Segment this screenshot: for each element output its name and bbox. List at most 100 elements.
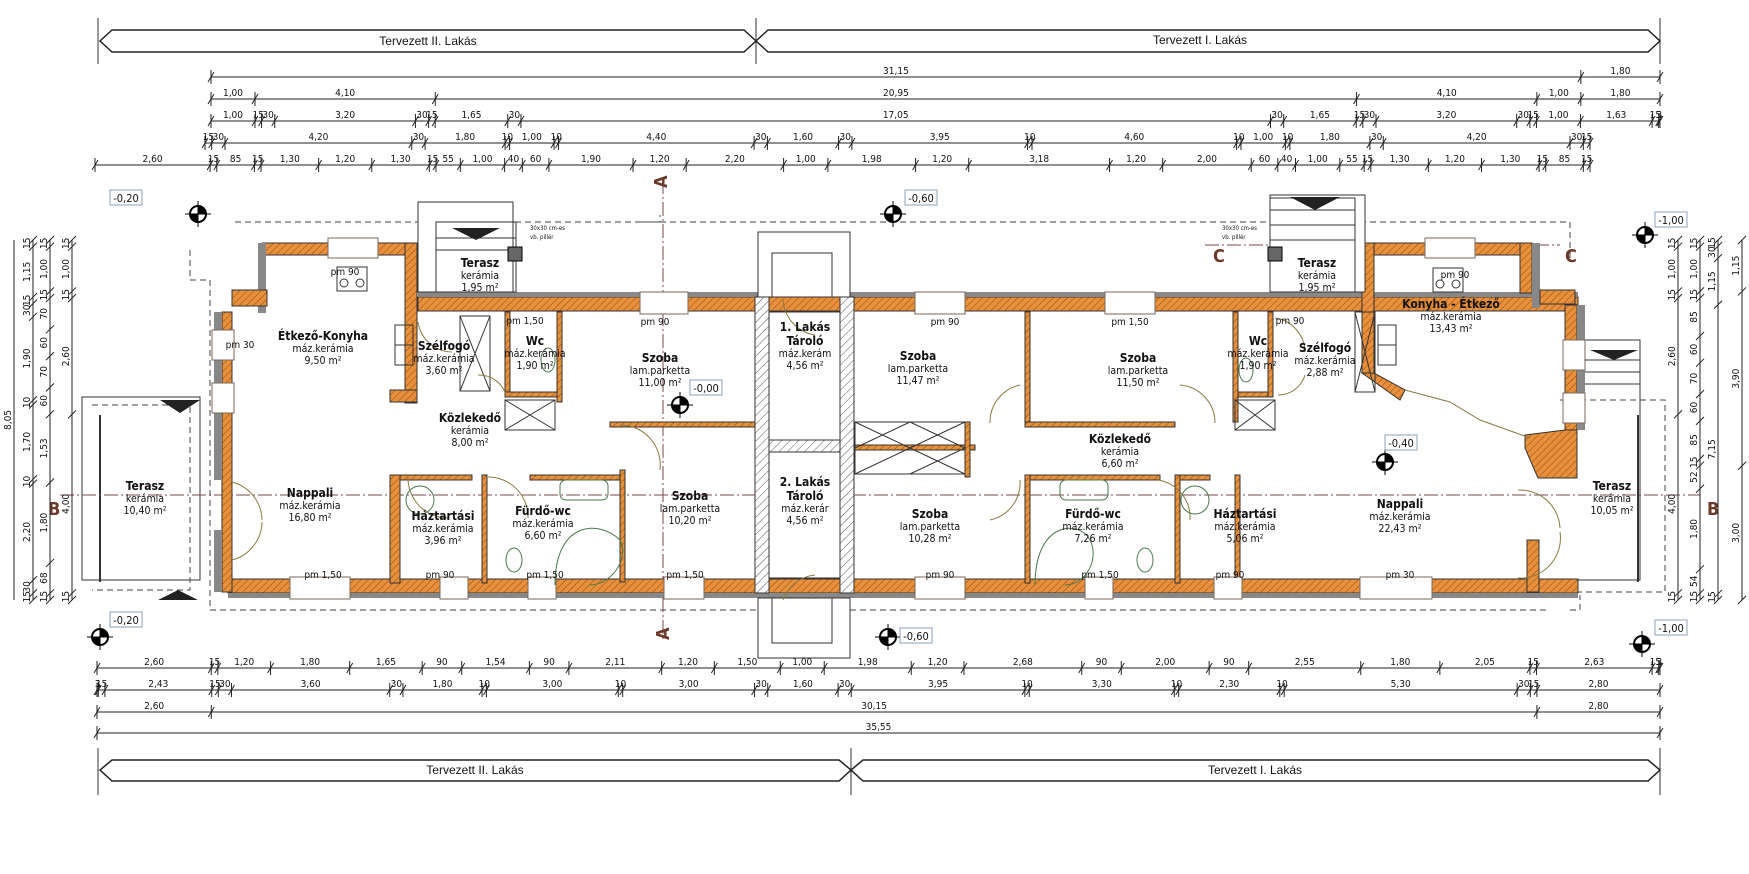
dimension-label: 1,00 [1548, 110, 1568, 121]
dimension-label: 1,15 [22, 262, 33, 282]
level-value: -0,20 [113, 192, 139, 205]
dimension-label: 15 [1689, 289, 1700, 300]
dimension-label: 15 [1528, 679, 1539, 690]
level-marker: -0,40 [1372, 434, 1418, 475]
dimension-label: 1,30 [391, 154, 411, 165]
room-floor: máz.kerámia [1294, 355, 1355, 367]
room-name: Háztartási [1214, 507, 1277, 521]
dimension-label: 15 [1581, 154, 1592, 165]
dimension-label: 85 [230, 154, 241, 165]
dimension-label: 30 [1371, 132, 1383, 143]
level-markers: -0,20-0,60-1,00-0,00-0,40-0,20-0,60-1,00 [87, 189, 1688, 657]
dimension-label: 1,20 [234, 657, 254, 668]
room-area: 1,95 m² [461, 282, 498, 294]
dimension-label: 1,30 [1500, 154, 1520, 165]
section-marker-b-right: B [1707, 499, 1719, 520]
roof-outline [81, 215, 1666, 611]
room-name: Szoba [642, 351, 679, 365]
dimension-label: 15 [203, 132, 214, 143]
dimension-label: 1,00 [61, 259, 72, 279]
dimension-label: 1,80 [455, 132, 475, 143]
dimension-label: 5,30 [1391, 679, 1411, 690]
room-area: 8,00 m² [451, 437, 488, 449]
room-name: Terasz [1298, 256, 1336, 270]
room-area: 10,05 m² [1590, 505, 1633, 517]
level-marker: -1,00 [1629, 619, 1688, 657]
opening-label: pm 90 [1276, 316, 1305, 327]
room-floor: máz.kerámia [413, 353, 474, 365]
dimension-label: 15 [1362, 154, 1373, 165]
dimension-label: 3,95 [928, 679, 948, 690]
room-area: 11,47 m² [896, 375, 939, 387]
band-apartment-2-top [98, 29, 758, 53]
room-name: Szoba [912, 507, 949, 521]
dimension-label: 31,15 [883, 66, 909, 77]
room-area: 11,50 m² [1116, 377, 1159, 389]
room-area: 4,56 m² [786, 515, 823, 527]
room-name: Fürdő-wc [1065, 507, 1121, 521]
dimension-label: 30 [509, 110, 521, 121]
opening-label: pm 30 [1386, 570, 1415, 581]
section-marker-a-top: A [651, 175, 672, 188]
dimension-label: 1,30 [1390, 154, 1410, 165]
dimension-label: 60 [1259, 154, 1271, 165]
dimension-label: 1,20 [1126, 154, 1146, 165]
opening-label: pm 1,50 [526, 570, 564, 581]
dimension-label: 2,60 [143, 154, 163, 165]
level-marker: -0,60 [875, 624, 933, 650]
room-area: 5,06 m² [1226, 533, 1263, 545]
dimension-label: 20,95 [883, 88, 909, 99]
dimension-label: 2,00 [1197, 154, 1217, 165]
dimension-label: 1,80 [1610, 88, 1630, 99]
room-area: 1,95 m² [1298, 282, 1335, 294]
dimension-label: 10 [1276, 679, 1288, 690]
section-marker-c-left: C [1213, 246, 1225, 267]
dimension-label: 15 [22, 591, 33, 602]
dimension-label: 15 [208, 154, 219, 165]
dimension-label: 35,55 [866, 722, 892, 733]
dimension-label: 10 [551, 132, 563, 143]
dimension-label: 70 [39, 308, 50, 320]
room-name: Terasz [461, 256, 499, 270]
dimension-label: 1,20 [335, 154, 355, 165]
room-floor: lam.parketta [900, 521, 960, 533]
dimension-label: 52 [1689, 471, 1700, 482]
dimension-label: 40 [508, 154, 520, 165]
dimension-label: 1,80 [300, 657, 320, 668]
level-marker: -1,00 [1632, 211, 1688, 248]
section-marker-a-bottom: A [653, 627, 674, 640]
room-floor: lam.parketta [888, 363, 948, 375]
room-area: 1,90 m² [516, 360, 553, 372]
pillar-note: 30x30 cm-es [530, 225, 565, 232]
opening-label: pm 1,50 [1081, 570, 1119, 581]
dimension-label: 2,80 [1588, 679, 1608, 690]
dimension-label: 3,00 [1731, 523, 1742, 543]
dimension-label: 15 [1537, 154, 1548, 165]
dimension-label: 1,00 [1308, 154, 1328, 165]
dimension-label: 1,00 [39, 259, 50, 279]
dimension-label: 54 [1689, 575, 1700, 587]
room-area: 3,96 m² [424, 535, 461, 547]
dimension-label: 1,90 [22, 348, 33, 368]
dimension-label: 1,60 [793, 132, 813, 143]
room-floor: máz.kerámia [292, 343, 353, 355]
dimension-label: 30 [22, 304, 33, 316]
dimension-label: 15 [22, 238, 33, 249]
dimension-label: 15 [1667, 289, 1678, 300]
dimension-label: 4,10 [1437, 88, 1457, 99]
dimension-label: 1,70 [22, 432, 33, 452]
room-floor: kerámia [461, 270, 499, 282]
dimension-label: 2,30 [1219, 679, 1239, 690]
dimension-label: 4,60 [1124, 132, 1144, 143]
dimension-label: 30 [1271, 110, 1283, 121]
room-area: 9,50 m² [304, 355, 341, 367]
dimension-label: 1,00 [1689, 259, 1700, 279]
room-name: Szélfogó [418, 339, 470, 353]
room-name: Wc [1249, 334, 1267, 348]
room-name: Szélfogó [1299, 341, 1351, 355]
dimension-label: 15 [1667, 591, 1678, 602]
